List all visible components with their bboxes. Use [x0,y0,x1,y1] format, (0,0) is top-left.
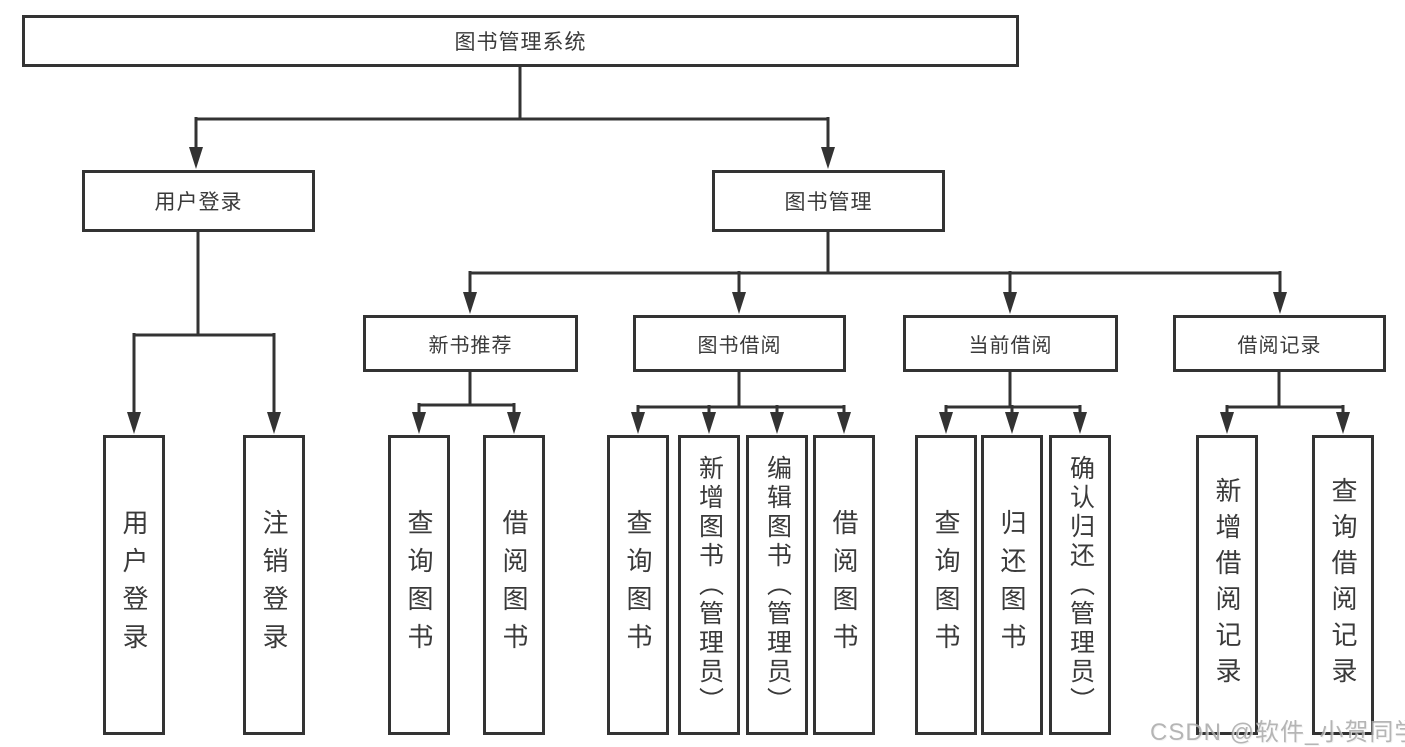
node-user-login: 用户登录 [82,170,315,232]
node-current-borrowing-label: 当前借阅 [968,335,1053,357]
csdn-watermark: CSDN @软件_小贺同学 [1150,719,1405,746]
leaf-confirm-return-admin: 确认归还（管理员） [1049,435,1111,735]
leaf-edit-books-admin: 编辑图书（管理员） [746,435,808,735]
node-new-book-recommend-label: 新书推荐 [428,335,513,357]
leaf-query-books-2: 查询图书 [607,435,669,735]
leaf-query-borrow-record-label: 查询借阅记录 [1328,477,1358,693]
leaf-query-borrow-record: 查询借阅记录 [1312,435,1374,735]
leaf-return-books: 归还图书 [981,435,1043,735]
node-book-management: 图书管理 [712,170,945,232]
node-book-borrowing: 图书借阅 [633,315,846,372]
node-book-management-label: 图书管理 [784,191,873,214]
leaf-borrow-books-1: 借阅图书 [483,435,545,735]
node-new-book-recommend: 新书推荐 [363,315,578,372]
leaf-user-login-label: 用户登录 [119,509,149,661]
leaf-borrow-books-2: 借阅图书 [813,435,875,735]
node-current-borrowing: 当前借阅 [903,315,1118,372]
leaf-add-books-admin: 新增图书（管理员） [678,435,740,735]
node-root-label: 图书管理系统 [454,31,587,54]
leaf-edit-books-admin-label: 编辑图书（管理员） [763,454,792,716]
leaf-logout-label: 注销登录 [259,509,289,661]
leaf-add-books-admin-label: 新增图书（管理员） [695,454,724,716]
leaf-logout: 注销登录 [243,435,305,735]
leaf-add-borrow-record: 新增借阅记录 [1196,435,1258,735]
leaf-confirm-return-admin-label: 确认归还（管理员） [1066,454,1095,716]
leaf-query-books-3: 查询图书 [915,435,977,735]
leaf-query-books-1: 查询图书 [388,435,450,735]
node-root: 图书管理系统 [22,15,1019,67]
leaf-return-books-label: 归还图书 [997,509,1027,661]
node-book-borrowing-label: 图书借阅 [697,335,782,357]
leaf-query-books-1-label: 查询图书 [404,509,434,661]
leaf-add-borrow-record-label: 新增借阅记录 [1212,477,1242,693]
leaf-borrow-books-1-label: 借阅图书 [499,509,529,661]
node-borrowing-records-label: 借阅记录 [1237,335,1322,357]
leaf-user-login: 用户登录 [103,435,165,735]
node-user-login-label: 用户登录 [154,191,243,214]
leaf-borrow-books-2-label: 借阅图书 [829,509,859,661]
node-borrowing-records: 借阅记录 [1173,315,1386,372]
leaf-query-books-3-label: 查询图书 [931,509,961,661]
leaf-query-books-2-label: 查询图书 [623,509,653,661]
